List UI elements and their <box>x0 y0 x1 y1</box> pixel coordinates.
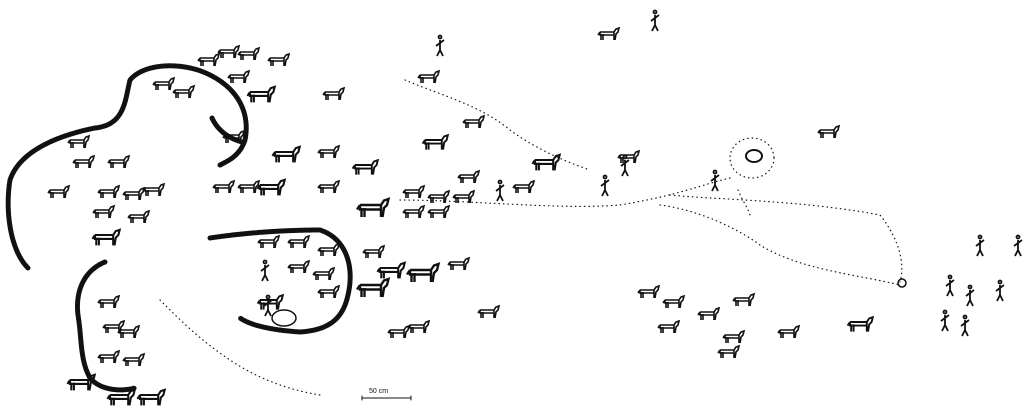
human-figure <box>435 34 445 57</box>
animal-figure <box>317 243 340 257</box>
animal-figure <box>47 185 70 199</box>
human-figure <box>945 274 955 297</box>
animal-figure <box>387 325 410 339</box>
animal-figure <box>97 350 120 364</box>
animal-figure <box>447 257 470 271</box>
animal-figure <box>417 70 440 84</box>
animal-figure <box>237 47 260 61</box>
animal-figure <box>317 285 340 299</box>
human-figure <box>600 174 610 197</box>
scale-bar <box>361 395 412 401</box>
animal-figure <box>212 180 235 194</box>
animal-figure <box>102 320 125 334</box>
animal-figure <box>122 187 145 201</box>
human-figure <box>495 179 505 202</box>
animal-figure <box>457 170 480 184</box>
animal-figure <box>662 295 685 309</box>
animal-figure <box>127 210 150 224</box>
animal-figure <box>317 145 340 159</box>
human-figure <box>620 154 630 177</box>
animal-figure <box>351 159 379 176</box>
animal-figure <box>66 373 96 392</box>
animal-figure <box>197 53 220 67</box>
animal-figure <box>246 85 276 104</box>
animal-figure <box>142 183 165 197</box>
animal-figure <box>136 388 166 407</box>
animal-figure <box>407 320 430 334</box>
animal-figure <box>97 295 120 309</box>
human-figure <box>940 309 950 332</box>
animal-figure <box>322 87 345 101</box>
human-figure <box>995 279 1005 302</box>
animal-figure <box>697 307 720 321</box>
animal-figure <box>512 180 535 194</box>
animal-figure <box>122 353 145 367</box>
dotted-trail <box>159 79 903 396</box>
animal-figure <box>452 190 475 204</box>
human-figure <box>260 259 270 282</box>
human-figures <box>260 9 1023 337</box>
human-figure <box>710 169 720 192</box>
animal-figure <box>271 145 301 164</box>
hatched-band-outer <box>5 63 353 393</box>
animal-figure <box>107 155 130 169</box>
animal-figure <box>312 267 335 281</box>
human-figure <box>960 314 970 337</box>
animal-figure <box>421 134 449 151</box>
animal-figure <box>427 190 450 204</box>
animal-figure <box>462 115 485 129</box>
animal-figure <box>402 205 425 219</box>
animal-figure <box>72 155 95 169</box>
animal-figure <box>317 180 340 194</box>
animal-figure <box>597 27 620 41</box>
animal-figure <box>227 70 250 84</box>
human-figure <box>975 234 985 257</box>
animal-figure <box>777 325 800 339</box>
animal-figure <box>477 305 500 319</box>
animal-figure <box>657 320 680 334</box>
animal-figures <box>47 27 874 407</box>
animal-figure <box>237 180 260 194</box>
animal-figure <box>217 45 240 59</box>
human-figure <box>965 284 975 307</box>
animal-figure <box>92 205 115 219</box>
animal-figure <box>97 185 120 199</box>
animal-figure <box>91 228 121 247</box>
animal-figure <box>531 153 561 172</box>
animal-figure <box>355 277 390 299</box>
spiral-figure <box>897 278 907 288</box>
animal-figure <box>846 316 874 333</box>
human-figure <box>650 9 660 32</box>
oval-figure <box>745 149 763 163</box>
animal-figure <box>355 197 390 219</box>
animal-figure <box>817 125 840 139</box>
animal-figure <box>722 330 745 344</box>
animal-figure <box>287 235 310 249</box>
human-figure <box>1013 234 1023 257</box>
animal-figure <box>152 77 175 91</box>
scale-bar-label: 50 cm <box>369 388 389 395</box>
animal-figure <box>717 345 740 359</box>
animal-figure <box>402 185 425 199</box>
animal-figure <box>405 262 440 284</box>
human-figure <box>263 294 273 317</box>
animal-figure <box>172 85 195 99</box>
animal-figure <box>427 205 450 219</box>
animal-figure <box>257 235 280 249</box>
animal-figure <box>362 245 385 259</box>
animal-figure <box>732 293 755 307</box>
animal-figure <box>256 178 286 197</box>
animal-figure <box>267 53 290 67</box>
animal-figure <box>287 260 310 274</box>
animal-figure <box>637 285 660 299</box>
animal-figure <box>376 261 406 280</box>
animal-figure <box>67 135 90 149</box>
